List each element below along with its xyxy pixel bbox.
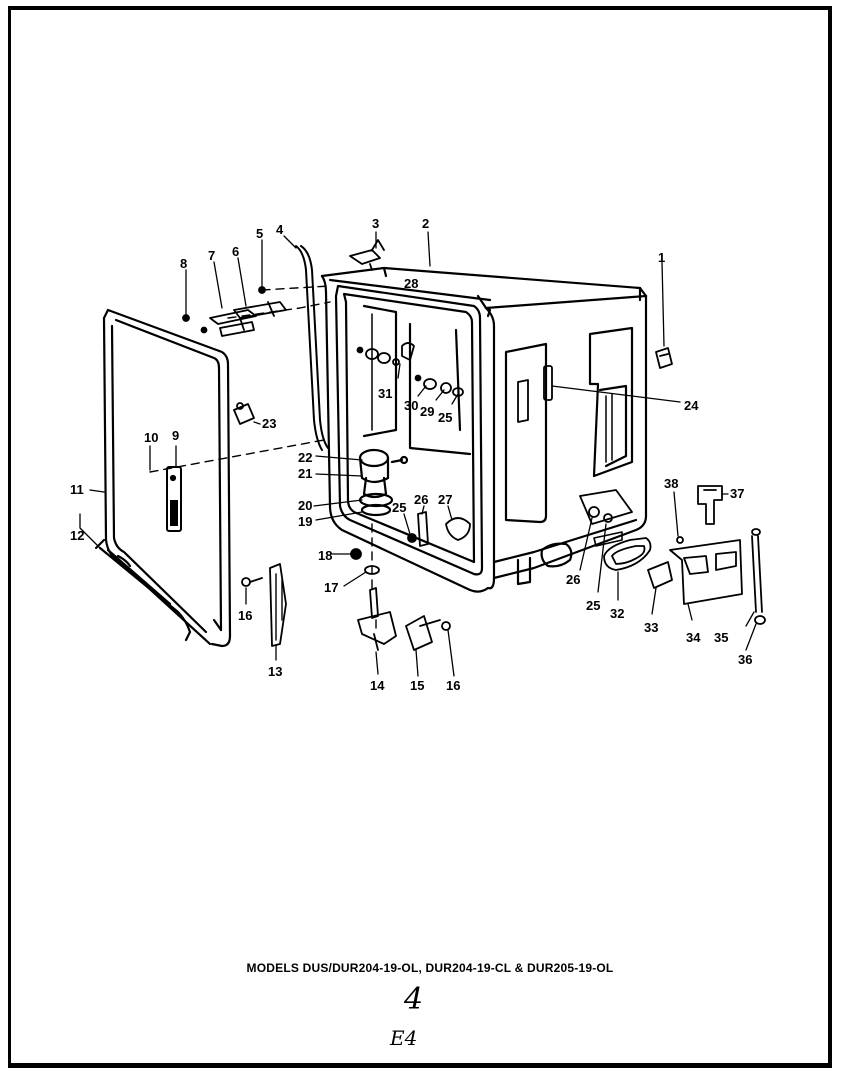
callout-19: 19 bbox=[298, 514, 312, 529]
callout-12: 12 bbox=[70, 528, 84, 543]
callout-22: 22 bbox=[298, 450, 312, 465]
callout-31: 31 bbox=[378, 386, 392, 401]
callout-2: 2 bbox=[422, 216, 429, 231]
callout-labels: 1 2 3 4 5 6 7 8 9 10 11 12 13 14 15 16 1… bbox=[70, 216, 752, 693]
callout-15: 15 bbox=[410, 678, 424, 693]
door-bottom-seal bbox=[98, 546, 192, 642]
callout-25: 25 bbox=[392, 500, 406, 515]
pump-assembly bbox=[358, 448, 409, 517]
callout-26: 26 bbox=[414, 492, 428, 507]
callout-9: 9 bbox=[172, 428, 179, 443]
callout-7: 7 bbox=[208, 248, 215, 263]
latch-assembly bbox=[603, 485, 766, 625]
top-hinge-parts bbox=[182, 286, 287, 337]
door-hinge-clip bbox=[233, 402, 255, 425]
leader-lines bbox=[79, 231, 757, 677]
callout-16: 16 bbox=[238, 608, 252, 623]
callout-34: 34 bbox=[686, 630, 701, 645]
callout-26: 26 bbox=[566, 572, 580, 587]
tub-rail bbox=[295, 245, 329, 451]
side-fittings bbox=[588, 506, 613, 523]
corner-bracket bbox=[655, 347, 673, 369]
page-number: 4 bbox=[404, 982, 424, 1017]
callout-5: 5 bbox=[256, 226, 263, 241]
callout-24: 24 bbox=[684, 398, 699, 413]
callout-25: 25 bbox=[438, 410, 452, 425]
dishwasher-tub bbox=[320, 266, 648, 593]
callout-14: 14 bbox=[370, 678, 385, 693]
door-strike bbox=[269, 563, 287, 647]
callout-38: 38 bbox=[664, 476, 678, 491]
callout-21: 21 bbox=[298, 466, 312, 481]
inner-fittings bbox=[356, 342, 471, 547]
callout-16: 16 bbox=[446, 678, 460, 693]
top-clip bbox=[349, 239, 385, 271]
callout-20: 20 bbox=[298, 498, 312, 513]
callout-33: 33 bbox=[644, 620, 658, 635]
callout-17: 17 bbox=[324, 580, 338, 595]
callout-13: 13 bbox=[268, 664, 282, 679]
callout-11: 11 bbox=[70, 482, 84, 497]
callout-8: 8 bbox=[180, 256, 187, 271]
screw-left bbox=[241, 577, 263, 587]
callout-36: 36 bbox=[738, 652, 752, 667]
latch-bar bbox=[166, 466, 182, 532]
page-border bbox=[8, 6, 832, 1068]
callout-6: 6 bbox=[232, 244, 239, 259]
callout-10: 10 bbox=[144, 430, 158, 445]
alignment-lines bbox=[149, 285, 377, 635]
callout-1: 1 bbox=[658, 250, 665, 265]
callout-25: 25 bbox=[586, 598, 600, 613]
callout-29: 29 bbox=[420, 404, 434, 419]
callout-30: 30 bbox=[404, 398, 418, 413]
models-caption: MODELS DUS/DUR204-19-OL, DUR204-19-CL & … bbox=[246, 961, 614, 975]
callout-28: 28 bbox=[404, 276, 418, 291]
sheet-code: E4 bbox=[390, 1026, 418, 1050]
lower-hinge-assembly bbox=[350, 548, 451, 651]
door-panel bbox=[94, 308, 232, 648]
callout-35: 35 bbox=[714, 630, 728, 645]
callout-3: 3 bbox=[372, 216, 379, 231]
callout-32: 32 bbox=[610, 606, 624, 621]
callout-37: 37 bbox=[730, 486, 744, 501]
callout-27: 27 bbox=[438, 492, 452, 507]
callout-4: 4 bbox=[276, 222, 284, 237]
callout-18: 18 bbox=[318, 548, 332, 563]
callout-23: 23 bbox=[262, 416, 276, 431]
